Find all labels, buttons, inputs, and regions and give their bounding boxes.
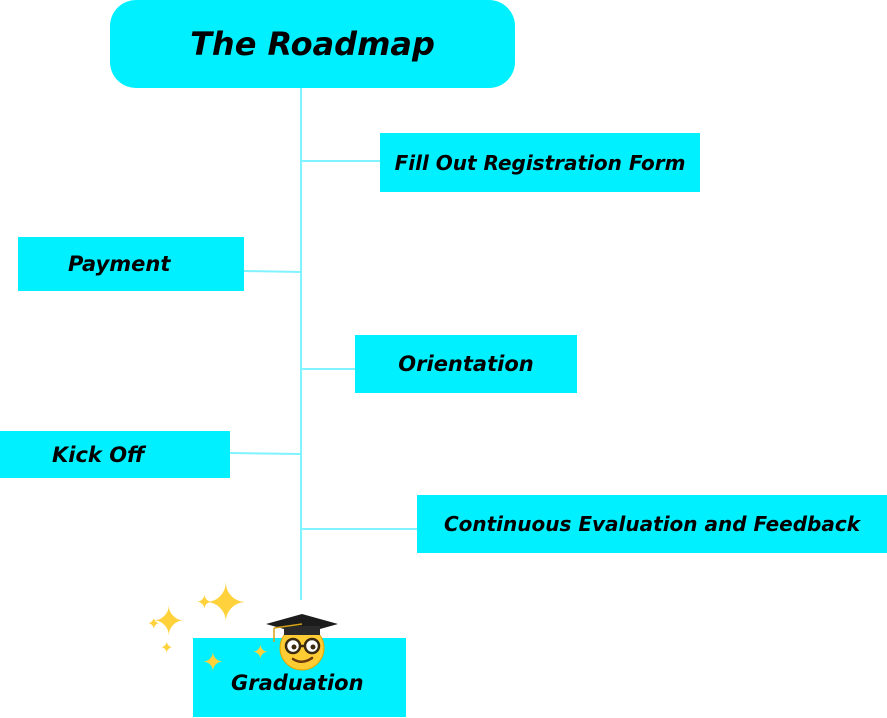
step-payment: Payment xyxy=(18,237,244,291)
step-kick-off: Kick Off xyxy=(0,431,230,478)
sparkle-medium-icon: ✦ xyxy=(152,599,186,645)
step-fill-out-registration-form: Fill Out Registration Form xyxy=(380,133,700,192)
step-label: Payment xyxy=(68,252,171,276)
sparkle-small-icon: ✦ xyxy=(202,648,224,678)
step-label: Graduation xyxy=(231,670,364,695)
roadmap-title: The Roadmap xyxy=(110,0,515,88)
branch-payment xyxy=(243,270,302,273)
step-orientation: Orientation xyxy=(355,335,577,393)
step-label: Kick Off xyxy=(52,442,145,467)
step-label: Orientation xyxy=(398,352,534,376)
sparkle-small-icon: ✦ xyxy=(252,640,269,664)
sparkle-large-icon: ✦ xyxy=(204,574,248,634)
sparkle-small-icon: ✦ xyxy=(196,590,213,614)
sparkle-small-icon: ✦ xyxy=(160,638,174,657)
sparkle-small-icon: ✦ xyxy=(147,614,161,633)
step-graduation: Graduation xyxy=(193,638,406,717)
step-continuous-evaluation-and-feedback: Continuous Evaluation and Feedback xyxy=(417,495,887,553)
roadmap-title-text: The Roadmap xyxy=(190,25,435,63)
branch-kick-off xyxy=(229,452,302,455)
step-label: Continuous Evaluation and Feedback xyxy=(443,512,861,536)
step-label: Fill Out Registration Form xyxy=(394,150,686,175)
nerd-face-graduation-cap-icon xyxy=(266,614,338,671)
